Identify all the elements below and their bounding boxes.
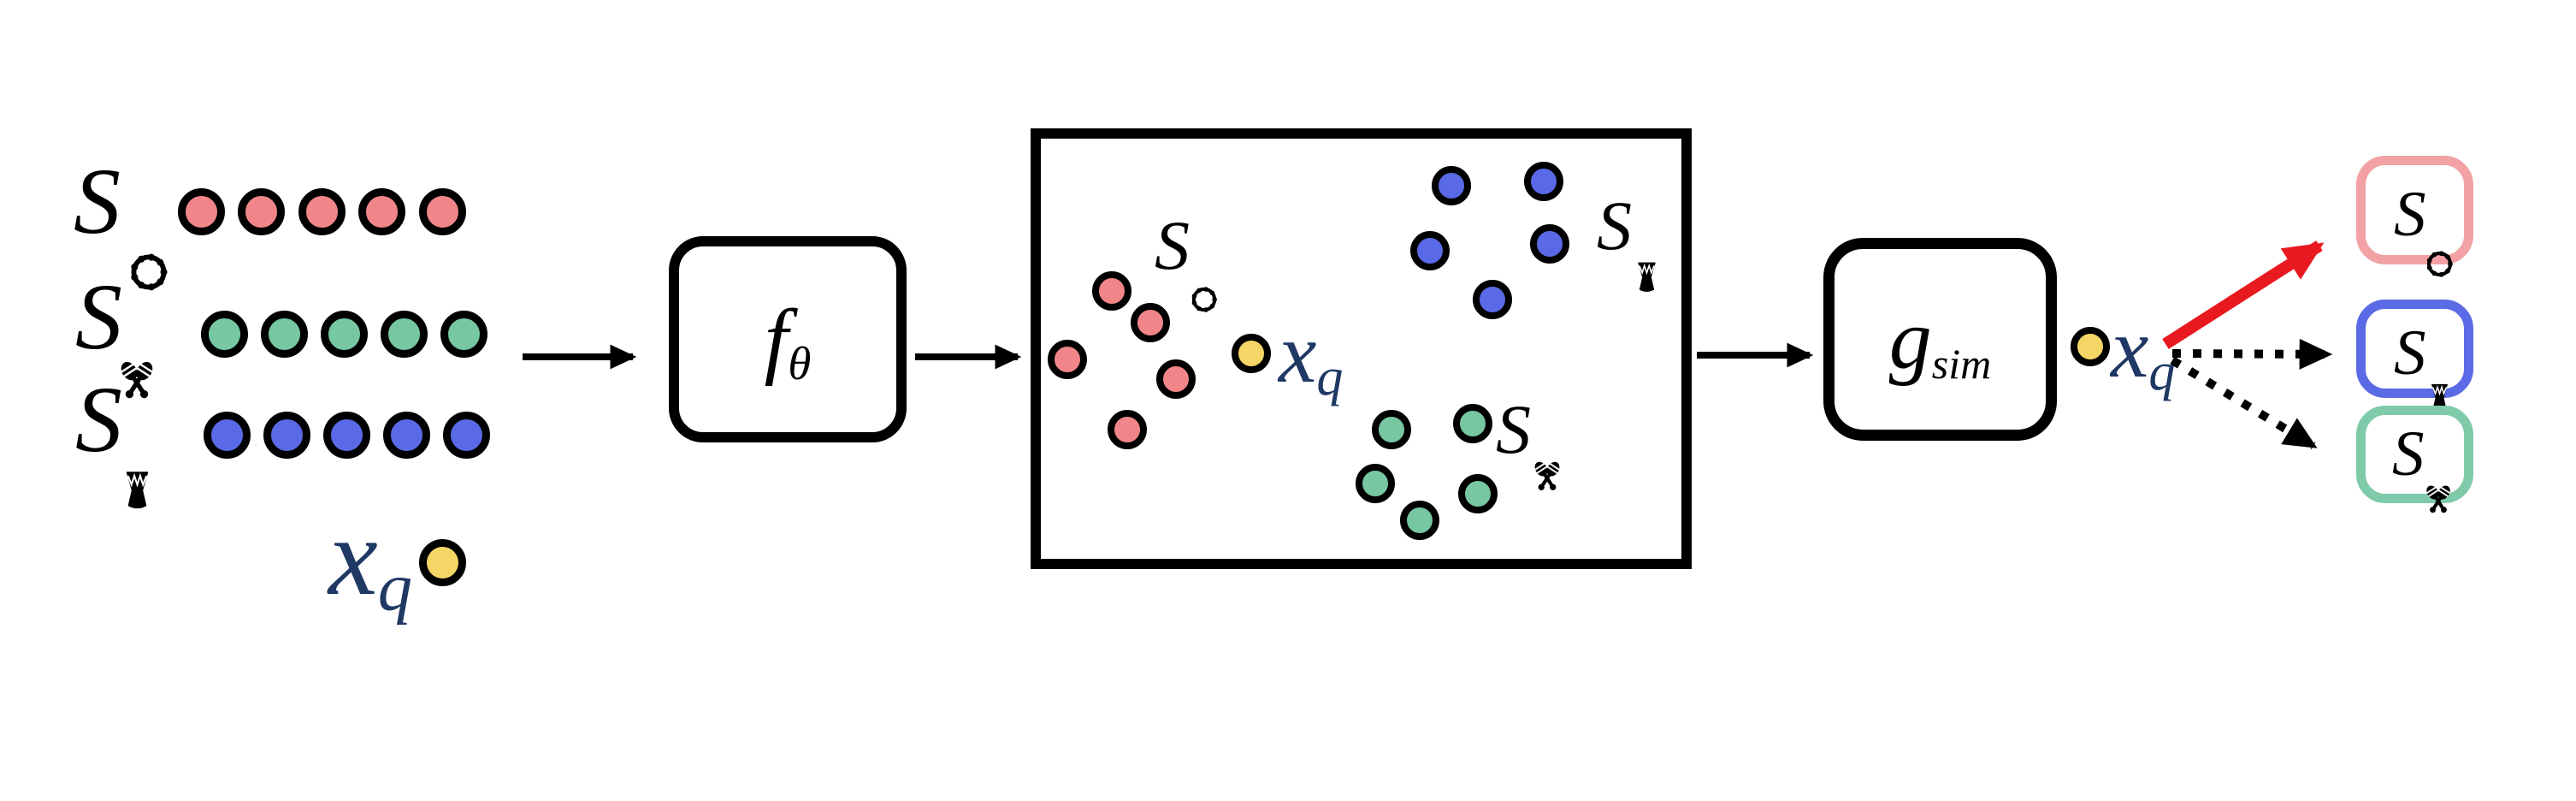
query-label-embedding: xq (1279, 311, 1343, 404)
djembe-embedded-dot (1410, 231, 1450, 270)
similarity-subscript: sim (1931, 339, 1992, 388)
maracas-support-dot (200, 310, 248, 358)
tambourine-support-dot (358, 187, 405, 235)
encoder-symbol: f (764, 291, 789, 387)
djembe-icon (1636, 235, 1657, 306)
tambourine-icon (127, 216, 171, 310)
djembe-icon (124, 432, 151, 526)
encoder-label: fθ (765, 296, 812, 387)
tambourine-support-dot (418, 187, 466, 235)
embedding-label-tambourine: S (1155, 211, 1190, 281)
support-symbol: S (74, 149, 121, 253)
prediction-arrow-tambourine-correct (2162, 240, 2325, 349)
embedding-label-djembe: S (1597, 191, 1632, 261)
djembe-support-dot (322, 411, 370, 459)
djembe-embedded-dot (1530, 224, 1569, 264)
support-label-djembe: S (75, 372, 122, 466)
maracas-embedded-dot (1400, 501, 1439, 540)
maracas-support-dot (380, 310, 428, 358)
query-subscript: q (1316, 347, 1344, 406)
class-label-maracas: S (2392, 422, 2425, 486)
tambourine-embedded-dot (1108, 410, 1147, 449)
djembe-support-dot (382, 411, 430, 459)
tambourine-support-dot (298, 187, 346, 235)
tambourine-icon (2424, 227, 2455, 291)
class-box-djembe: S (2356, 300, 2473, 398)
embedding-space-box (1031, 128, 1692, 569)
similarity-label: gsim (1889, 296, 1991, 385)
maracas-support-dot (260, 310, 308, 358)
maracas-embedded-dot (1458, 474, 1498, 513)
maracas-embedded-dot (1372, 410, 1411, 449)
support-symbol: S (2392, 418, 2425, 490)
query-label-output: xq (2111, 306, 2175, 399)
tambourine-embedded-dot (1048, 340, 1087, 379)
query-output-dot (2071, 327, 2110, 366)
support-symbol: S (2394, 317, 2426, 389)
tambourine-icon (1189, 257, 1220, 327)
support-symbol: S (2394, 179, 2426, 250)
query-subscript: q (2148, 342, 2176, 401)
djembe-embedded-dot (1473, 280, 1512, 319)
djembe-embedded-dot (1432, 166, 1471, 205)
class-box-maracas: S (2356, 406, 2473, 503)
maracas-icon (1528, 437, 1566, 507)
query-input-dot (419, 539, 466, 586)
prediction-arrow-maracas-dotted (2170, 356, 2318, 450)
similarity-symbol: g (1888, 291, 1932, 387)
maracas-embedded-dot (1453, 404, 1492, 443)
support-label-maracas: S (75, 270, 122, 364)
embedding-label-maracas: S (1496, 395, 1531, 465)
support-symbol: S (1496, 390, 1531, 468)
class-box-tambourine: S (2356, 156, 2473, 264)
maracas-embedded-dot (1356, 464, 1395, 503)
support-symbol: S (75, 264, 122, 369)
tambourine-support-dot (177, 187, 225, 235)
tambourine-embedded-dot (1092, 271, 1131, 311)
maracas-icon (2420, 465, 2456, 529)
maracas-support-dot (440, 310, 487, 358)
encoder-subscript: θ (788, 336, 812, 389)
djembe-support-dot (263, 411, 310, 459)
tambourine-embedded-dot (1131, 303, 1170, 342)
prediction-arrow-djembe-dotted (2171, 338, 2333, 370)
query-symbol: x (328, 495, 378, 619)
class-label-djembe: S (2394, 321, 2426, 385)
query-symbol: x (2111, 300, 2149, 395)
tambourine-support-dot (238, 187, 285, 235)
encoder-box: fθ (669, 236, 907, 442)
djembe-embedded-dot (1524, 162, 1563, 201)
support-label-tambourine: S (74, 154, 121, 248)
djembe-support-dot (203, 411, 251, 459)
tambourine-embedded-dot (1156, 359, 1196, 399)
support-symbol: S (1155, 206, 1190, 284)
support-symbol: S (1597, 187, 1632, 264)
query-label-input: xq (328, 501, 412, 622)
query-embedded-dot (1232, 334, 1271, 373)
query-subscript: q (377, 549, 412, 626)
class-label-tambourine: S (2394, 182, 2426, 246)
djembe-support-dot (442, 411, 490, 459)
maracas-support-dot (320, 310, 368, 358)
query-symbol: x (1279, 306, 1317, 400)
support-symbol: S (75, 367, 122, 472)
similarity-box: gsim (1823, 238, 2057, 441)
